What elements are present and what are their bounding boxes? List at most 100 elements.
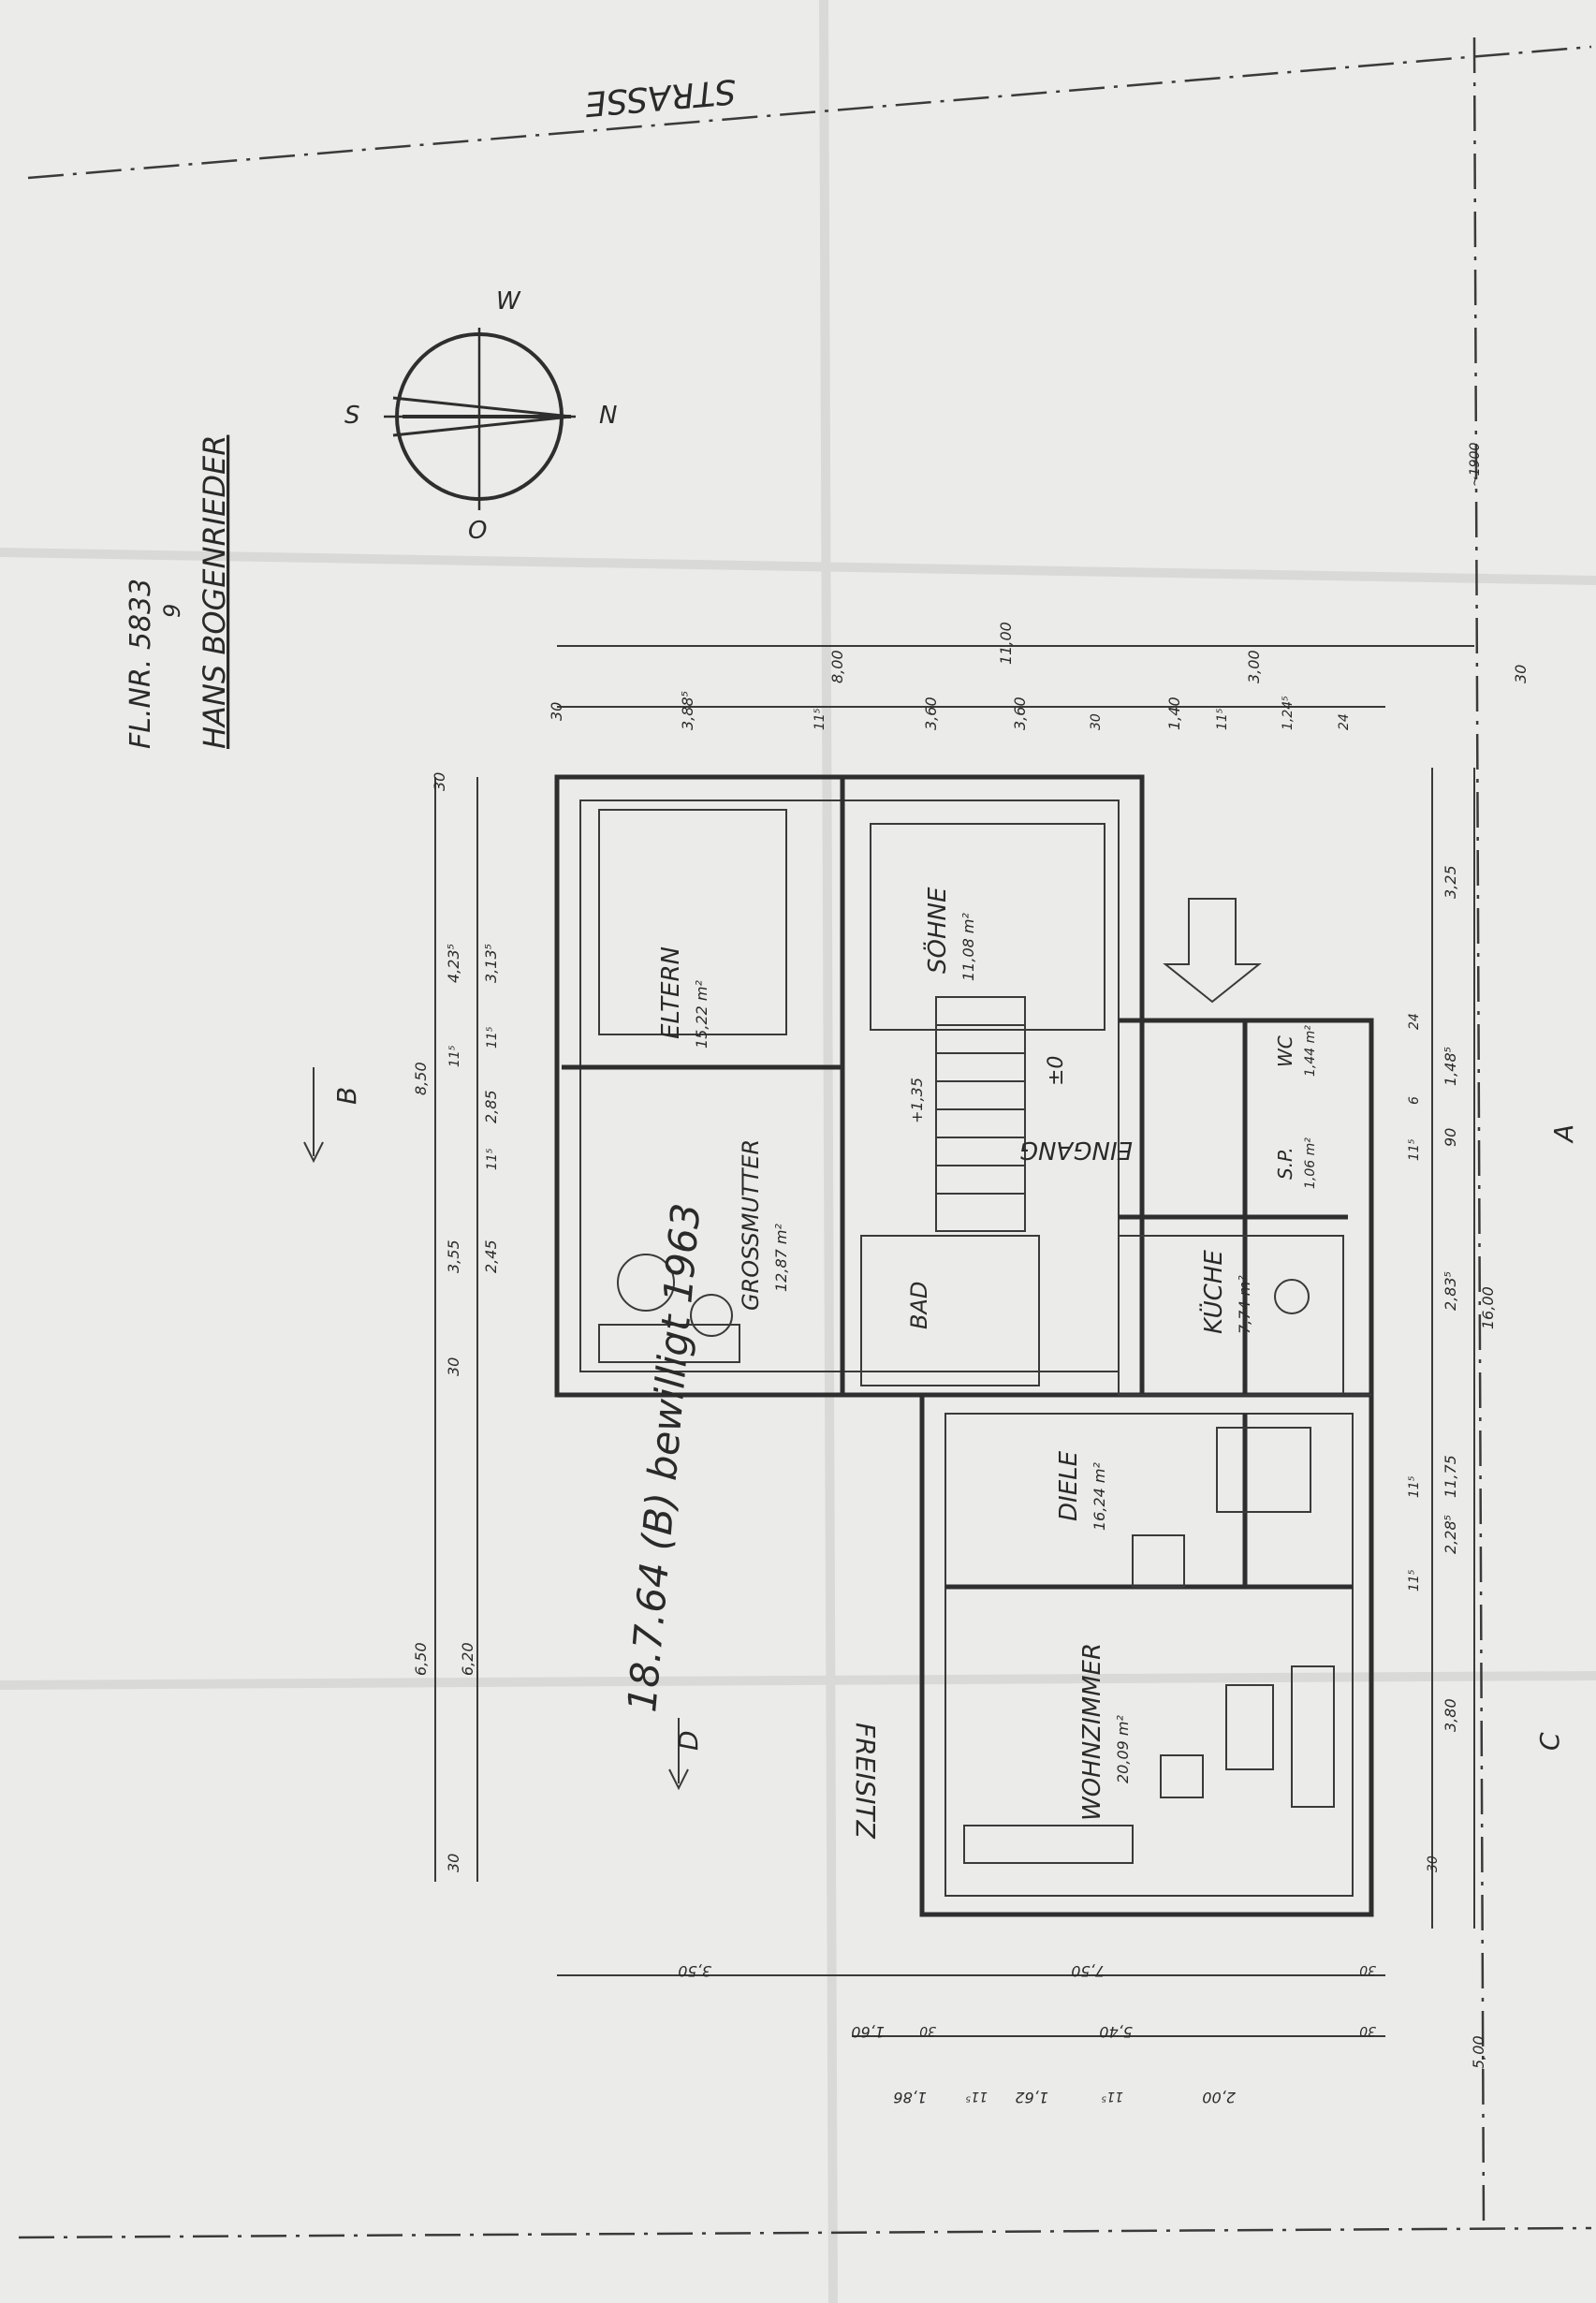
dim-bottom-10: 2,00 xyxy=(1202,2089,1236,2106)
dim-right-11: 2,28⁵ xyxy=(1442,1515,1459,1554)
room-area-diele: 16,24 m² xyxy=(1091,1462,1108,1531)
dim-left-1: 30 xyxy=(431,772,448,791)
dim-bottom-1: 3,50 xyxy=(678,1962,711,1980)
dim-left-13: 6,20 xyxy=(459,1642,476,1676)
dim-left-4: 11⁵ xyxy=(485,1026,500,1049)
room-label-diele: DIELE xyxy=(1055,1450,1083,1521)
room-area-wohnzimmer: 20,09 m² xyxy=(1114,1715,1132,1783)
dim-right-4: 6 xyxy=(1407,1096,1422,1105)
dim-top-6: 11,00 xyxy=(997,622,1015,665)
dimension-lines xyxy=(434,645,1475,2037)
staircase xyxy=(935,996,1026,1232)
section-label-c: C xyxy=(1534,1732,1565,1751)
dim-top-5: 3,60 xyxy=(922,697,940,730)
dim-left-5: 8,50 xyxy=(412,1062,430,1095)
dim-top-11: 1,24⁵ xyxy=(1281,696,1296,730)
owner-name: HANS BOGENRIEDER xyxy=(197,435,232,749)
dim-right-1: 3,25 xyxy=(1442,865,1459,899)
dim-right-16: ~1900 xyxy=(1468,443,1483,487)
dim-top-4: 8,00 xyxy=(828,650,846,683)
dim-top-2: 3,88⁵ xyxy=(679,691,696,730)
dim-top-7: 30 xyxy=(1089,713,1104,730)
dim-top-8: 3,60 xyxy=(1011,697,1029,730)
dim-right-15: 5,00 xyxy=(1470,2035,1487,2069)
room-area-wc: 1,44 m² xyxy=(1303,1025,1318,1077)
section-marker-d: D xyxy=(668,1718,704,1791)
room-label-bad: BAD xyxy=(906,1282,932,1329)
dim-right-2: 24 xyxy=(1407,1013,1422,1030)
room-label-wc: WC xyxy=(1274,1035,1296,1067)
dim-left-8: 11⁵ xyxy=(485,1148,500,1170)
dim-top-12: 24 xyxy=(1337,713,1352,730)
dim-left-14: 30 xyxy=(445,1854,462,1872)
paper-fold-vertical xyxy=(819,0,838,2303)
dim-bottom-4: 1,86 xyxy=(893,2089,927,2106)
dim-right-5: 90 xyxy=(1442,1128,1459,1147)
dim-bottom-5: 11⁵ xyxy=(965,2089,988,2104)
room-label-sp: S.P. xyxy=(1274,1147,1296,1180)
dim-left-12: 6,50 xyxy=(412,1642,430,1676)
dim-right-12: 11⁵ xyxy=(1407,1569,1422,1592)
room-area-kueche: 7,74 m² xyxy=(1236,1275,1253,1334)
furniture xyxy=(598,809,1335,1864)
dim-left-10: 2,45 xyxy=(482,1240,500,1273)
room-area-sp: 1,06 m² xyxy=(1303,1137,1318,1189)
room-area-grossmutter: 12,87 m² xyxy=(772,1224,790,1292)
dim-left-11: 30 xyxy=(445,1357,462,1376)
dim-bottom-11: 11⁵ xyxy=(1101,2089,1123,2104)
dim-right-8: 16,00 xyxy=(1479,1286,1497,1329)
dim-top-3: 11⁵ xyxy=(813,708,827,730)
parcel-number-sub: 9 xyxy=(159,604,185,618)
compass-rose: W S N O xyxy=(344,287,617,545)
dim-top-1: 30 xyxy=(548,702,565,721)
section-label-d: D xyxy=(673,1730,704,1751)
dim-right-9: 11,75 xyxy=(1442,1455,1459,1498)
level-marker: ±0 xyxy=(1045,1056,1068,1086)
room-area-soehne: 11,08 m² xyxy=(959,913,977,981)
room-area-eltern: 15,22 m² xyxy=(693,980,710,1049)
compass-label-n: N xyxy=(599,402,617,430)
dim-left-2: 4,23⁵ xyxy=(445,944,462,983)
compass-label-s: S xyxy=(344,402,360,430)
dim-bottom-7: 5,40 xyxy=(1099,2023,1133,2041)
area-label-freisitz: FREISITZ xyxy=(850,1723,881,1840)
dim-top-10: 11⁵ xyxy=(1215,708,1230,730)
dim-top-13: 3,00 xyxy=(1245,650,1263,683)
building-walls xyxy=(554,774,1374,1917)
dim-right-3: 1,48⁵ xyxy=(1442,1047,1459,1086)
dim-right-6: 11⁵ xyxy=(1407,1138,1422,1161)
side-boundary-line xyxy=(1472,37,1486,2229)
paper-fold-horizontal-1 xyxy=(0,548,1596,585)
dim-bottom-3: 30 xyxy=(919,2023,936,2038)
dim-right-10: 11⁵ xyxy=(1407,1475,1422,1498)
dim-left-3: 3,13⁵ xyxy=(482,944,500,983)
dim-left-7: 2,85 xyxy=(482,1090,500,1123)
street-boundary-line xyxy=(27,45,1592,180)
dim-left-9: 3,55 xyxy=(445,1240,462,1273)
section-marker-b: B xyxy=(303,1067,362,1164)
dim-bottom-2: 7,50 xyxy=(1071,1962,1105,1980)
room-label-grossmutter: GROSSMUTTER xyxy=(738,1139,764,1311)
dim-bottom-12: 30 xyxy=(1359,1962,1376,1977)
dim-bottom-9: 30 xyxy=(1359,2023,1376,2038)
room-label-soehne: SÖHNE xyxy=(922,887,952,974)
parcel-number: FL.NR. 5833 xyxy=(124,579,157,749)
dim-top-14: 30 xyxy=(1512,665,1530,683)
section-label-a: A xyxy=(1548,1124,1579,1144)
dim-bottom-8: 1,60 xyxy=(851,2023,885,2041)
dim-left-6: 11⁵ xyxy=(447,1045,462,1067)
room-label-wohnzimmer: WOHNZIMMER xyxy=(1078,1643,1106,1821)
section-label-b: B xyxy=(331,1087,362,1105)
paper-fold-horizontal-2 xyxy=(0,1671,1596,1690)
dim-right-7: 2,83⁵ xyxy=(1442,1271,1459,1311)
room-label-eltern: ELTERN xyxy=(657,946,685,1039)
room-label-eingang: EINGANG xyxy=(1019,1136,1133,1164)
entrance-arrow-icon xyxy=(1163,898,1262,1004)
compass-label-o: O xyxy=(468,517,487,545)
dim-top-9: 1,40 xyxy=(1165,697,1183,730)
compass-label-w: W xyxy=(496,287,521,315)
rear-boundary-line xyxy=(18,2226,1592,2239)
dim-bottom-6: 1,62 xyxy=(1015,2089,1048,2106)
